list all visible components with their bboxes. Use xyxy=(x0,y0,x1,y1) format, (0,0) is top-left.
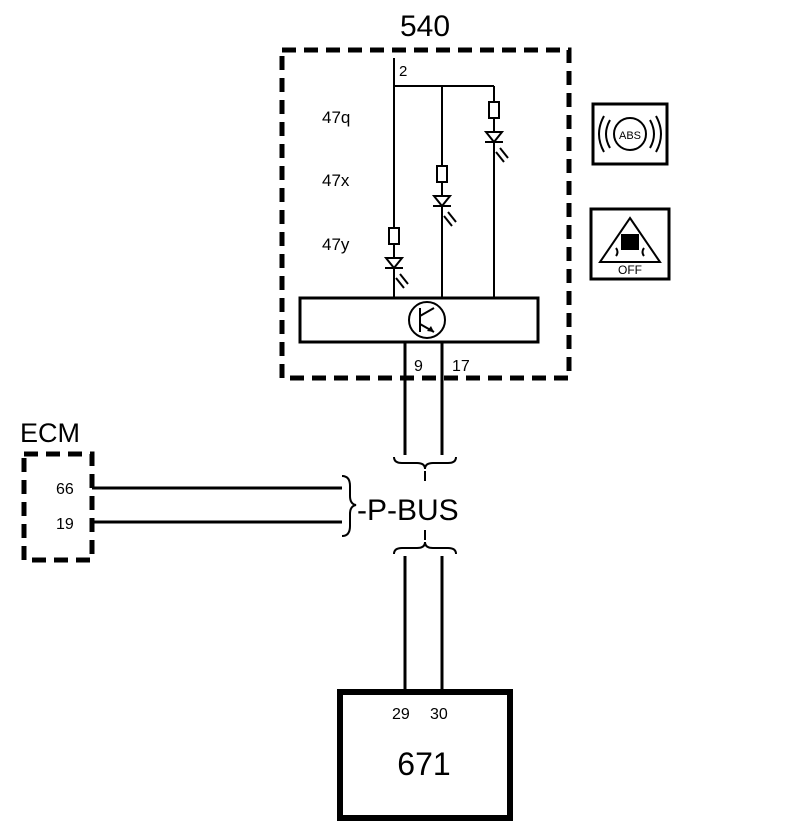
module-540-boundary xyxy=(279,47,572,381)
module-540-pin-2: 2 xyxy=(399,63,407,80)
ecm-boundary xyxy=(21,451,95,563)
led-icon-47q xyxy=(483,101,509,298)
module-671-box xyxy=(337,689,513,821)
ecm-label: ECM xyxy=(20,418,80,448)
ecm-pin-66: 66 xyxy=(56,481,74,498)
module-671-pin-30: 30 xyxy=(430,706,448,723)
p-bus: -P-BUS xyxy=(341,456,459,692)
led-icon-47y xyxy=(383,227,409,298)
p-bus-label: -P-BUS xyxy=(357,494,459,527)
transistor-icon xyxy=(408,301,446,339)
ecm-pin-19: 19 xyxy=(56,516,74,533)
traction-off-text: OFF xyxy=(618,263,642,277)
module-540-label: 540 xyxy=(400,10,450,43)
module-671: 29 30 671 xyxy=(337,689,513,821)
module-540-pin-9: 9 xyxy=(414,358,423,375)
traction-control-off-icon: OFF xyxy=(589,207,671,281)
module-671-label: 671 xyxy=(397,746,450,782)
abs-warning-icon: ABS xyxy=(591,102,669,166)
bus-brace-bottom xyxy=(393,541,457,555)
module-540: 540 2 47q 47x 47y xyxy=(279,10,572,455)
bus-brace-top xyxy=(393,456,457,470)
abs-icon-text: ABS xyxy=(619,130,641,142)
led-icon-47x xyxy=(431,165,457,298)
lamp-label-47q: 47q xyxy=(322,108,350,127)
module-540-pin-17: 17 xyxy=(452,358,470,375)
ecm-module: ECM 66 19 xyxy=(20,418,342,563)
bus-brace-left xyxy=(341,475,357,537)
module-671-pin-29: 29 xyxy=(392,706,410,723)
lamp-label-47x: 47x xyxy=(322,171,350,190)
lamp-label-47y: 47y xyxy=(322,235,350,254)
